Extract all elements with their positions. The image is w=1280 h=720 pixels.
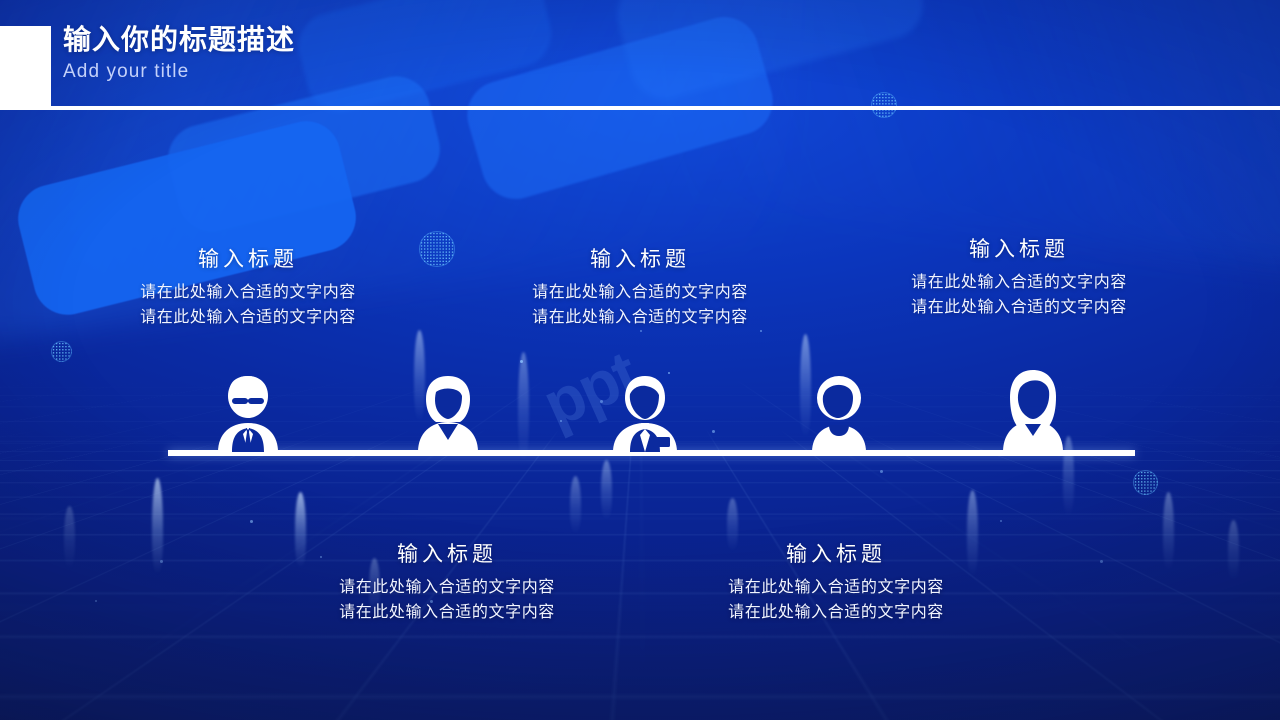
header-accent-block: [0, 26, 51, 107]
person-woman-long-hair-icon: [1003, 370, 1063, 452]
item-line-3-1: 请在此处输入合适的文字内容: [532, 284, 748, 301]
item-line-2-2: 请在此处输入合适的文字内容: [339, 603, 555, 621]
page-title: 输入你的标题描述: [63, 24, 296, 55]
header-title-group: 输入你的标题描述 Add your title: [63, 22, 295, 83]
item-text-block-2: 输入标题 请在此处输入合适的文字内容 请在此处输入合适的文字内容: [301, 538, 593, 626]
item-heading-4: 输入标题: [786, 543, 886, 566]
item-text-block-5: 输入标题 请在此处输入合适的文字内容 请在此处输入合适的文字内容: [873, 233, 1165, 321]
slide-header: 输入你的标题描述 Add your title: [0, 0, 1280, 111]
timeline-bar: [168, 450, 1135, 456]
item-line-3-2: 请在此处输入合适的文字内容: [532, 308, 748, 326]
person-man-badge-icon: [613, 376, 677, 452]
header-divider: [0, 106, 1280, 110]
item-heading-3: 输入标题: [590, 248, 690, 271]
item-text-block-3: 输入标题 请在此处输入合适的文字内容 请在此处输入合适的文字内容: [494, 243, 786, 331]
person-woman-short-hair-icon: [812, 376, 866, 452]
item-text-block-4: 输入标题 请在此处输入合适的文字内容 请在此处输入合适的文字内容: [690, 538, 982, 626]
item-line-5-2: 请在此处输入合适的文字内容: [911, 298, 1127, 316]
page-subtitle: Add your title: [63, 61, 190, 82]
item-text-block-1: 输入标题 请在此处输入合适的文字内容 请在此处输入合适的文字内容: [102, 243, 394, 331]
item-line-1-2: 请在此处输入合适的文字内容: [140, 308, 356, 326]
item-heading-1: 输入标题: [198, 248, 298, 271]
person-man-glasses-suit-icon: [218, 376, 278, 452]
item-line-5-1: 请在此处输入合适的文字内容: [911, 274, 1127, 291]
item-line-4-2: 请在此处输入合适的文字内容: [728, 603, 944, 621]
item-heading-2: 输入标题: [397, 543, 497, 566]
item-line-4-1: 请在此处输入合适的文字内容: [728, 579, 944, 596]
item-heading-5: 输入标题: [969, 238, 1069, 261]
item-line-1-1: 请在此处输入合适的文字内容: [140, 284, 356, 301]
item-line-2-1: 请在此处输入合适的文字内容: [339, 579, 555, 596]
person-woman-bob-icon: [418, 376, 478, 452]
